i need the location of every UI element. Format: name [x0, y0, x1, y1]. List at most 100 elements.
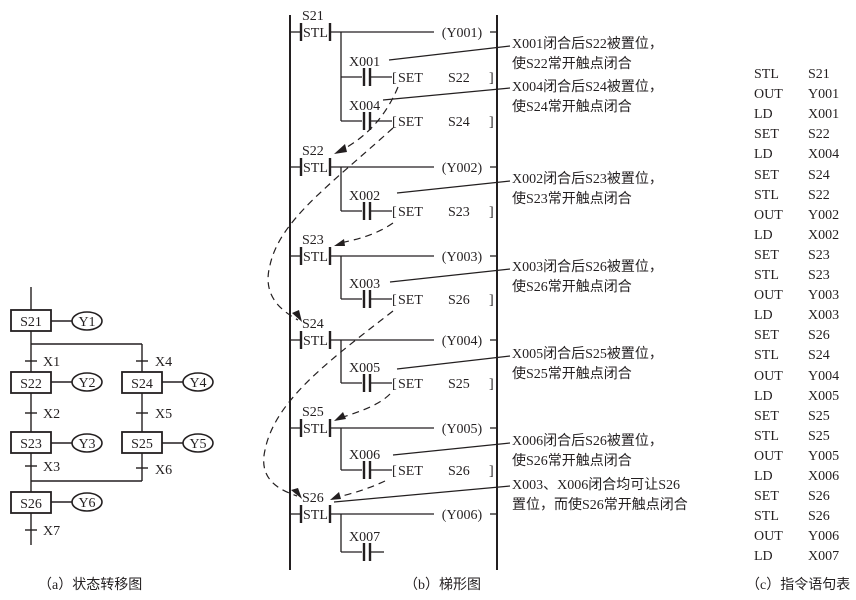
- set-target-label: S26: [448, 464, 470, 479]
- instruction-opcode: OUT: [754, 288, 783, 304]
- instruction-operand: X006: [808, 469, 840, 484]
- sfc-step-box: [10, 491, 52, 514]
- instruction-opcode: LD: [754, 549, 773, 565]
- stl-state-label: S24: [302, 317, 324, 332]
- sfc-transition-label: X3: [43, 460, 60, 475]
- instruction-opcode: OUT: [754, 87, 783, 103]
- instruction-operand: Y002: [808, 207, 840, 223]
- instruction-row: LD X001: [754, 105, 839, 125]
- instruction-operand: S24: [808, 348, 830, 364]
- caption-ladder-diagram: （b）梯形图: [404, 578, 481, 593]
- instruction-opcode: STL: [754, 348, 779, 364]
- arrowhead-icon: [334, 144, 347, 154]
- output-coil: (Y004): [442, 334, 483, 349]
- set-instruction-label: SET: [398, 293, 423, 308]
- caption-state-diagram: （a）状态转移图: [38, 578, 143, 593]
- set-bracket-right: ]: [489, 205, 494, 220]
- set-instruction-label: SET: [398, 464, 423, 479]
- instruction-operand: S21: [808, 67, 830, 82]
- sfc-transition-label: X4: [155, 355, 172, 370]
- instruction-operand: S24: [808, 167, 830, 183]
- dashed-arrow-s24: [267, 127, 394, 321]
- instruction-operand: S25: [808, 428, 830, 444]
- instruction-operand: Y006: [808, 529, 840, 545]
- sfc-step-box: [10, 431, 52, 454]
- sfc-step-label: S22: [20, 377, 42, 392]
- set-instruction-label: SET: [398, 71, 423, 86]
- output-coil: (Y005): [442, 422, 483, 437]
- instruction-operand: Y001: [808, 87, 840, 103]
- instruction-opcode: OUT: [754, 207, 783, 223]
- instruction-operand: S26: [808, 489, 830, 505]
- annotation-x001: X001闭合后S22被置位， 使S22常开触点闭合: [512, 37, 663, 72]
- annotation-x003: X003闭合后S26被置位， 使S26常开触点闭合: [512, 260, 663, 295]
- contact-label: X002: [349, 189, 380, 204]
- sfc-step-box: [10, 309, 52, 332]
- set-bracket-left: [: [392, 205, 397, 220]
- arrowhead-icon: [292, 310, 302, 322]
- set-instruction-label: SET: [398, 377, 423, 392]
- set-bracket-left: [: [392, 377, 397, 392]
- instruction-opcode: OUT: [754, 368, 783, 384]
- set-target-label: S24: [448, 115, 470, 130]
- instruction-row: OUT Y001: [754, 85, 839, 105]
- sfc-output-ellipse: [71, 433, 103, 453]
- instruction-opcode: LD: [754, 308, 773, 324]
- stl-state-label: S26: [302, 491, 324, 506]
- instruction-opcode: STL: [754, 67, 779, 82]
- instruction-operand: X001: [808, 107, 840, 123]
- stl-state-label: S23: [302, 233, 324, 248]
- sfc-output-ellipse: [182, 372, 214, 392]
- contact-label: X006: [349, 448, 380, 463]
- set-bracket-right: ]: [489, 71, 494, 86]
- arrowhead-icon: [334, 239, 345, 246]
- sfc-step-label: S21: [20, 315, 42, 330]
- set-bracket-right: ]: [489, 377, 494, 392]
- instruction-opcode: STL: [754, 268, 779, 283]
- instruction-operand: X007: [808, 549, 840, 565]
- output-coil: (Y006): [442, 508, 483, 523]
- set-bracket-right: ]: [489, 115, 494, 130]
- annotation-x004: X004闭合后S24被置位， 使S24常开触点闭合: [512, 80, 663, 115]
- instruction-opcode: LD: [754, 388, 773, 404]
- stl-contact-label: STL: [303, 26, 328, 41]
- sfc-output-ellipse: [71, 492, 103, 512]
- set-target-label: S25: [448, 377, 470, 392]
- instruction-operand: Y003: [808, 288, 840, 304]
- instruction-opcode: OUT: [754, 529, 783, 545]
- instruction-opcode: LD: [754, 147, 773, 163]
- instruction-operand: Y005: [808, 448, 840, 464]
- instruction-operand: S26: [808, 328, 830, 344]
- sfc-transition-label: X6: [155, 463, 172, 478]
- dashed-arrow-s26-from-s25: [333, 480, 386, 499]
- sfc-output-ellipse: [182, 433, 214, 453]
- sfc-output-label: Y5: [189, 437, 206, 452]
- instruction-operand: X003: [808, 308, 840, 324]
- instruction-operand: S23: [808, 247, 830, 263]
- annotation-x005: X005闭合后S25被置位， 使S25常开触点闭合: [512, 347, 663, 382]
- set-bracket-left: [: [392, 71, 397, 86]
- instruction-row: STL S21: [754, 65, 830, 85]
- instruction-operand: X002: [808, 227, 840, 243]
- contact-label: X005: [349, 361, 380, 376]
- stl-contact-label: STL: [303, 508, 328, 523]
- annotation-x006: X006闭合后S26被置位， 使S26常开触点闭合: [512, 434, 663, 469]
- instruction-operand: S26: [808, 509, 830, 525]
- annotation-x002: X002闭合后S23被置位， 使S23常开触点闭合: [512, 172, 663, 207]
- instruction-opcode: LD: [754, 107, 773, 123]
- stl-state-label: S25: [302, 405, 324, 420]
